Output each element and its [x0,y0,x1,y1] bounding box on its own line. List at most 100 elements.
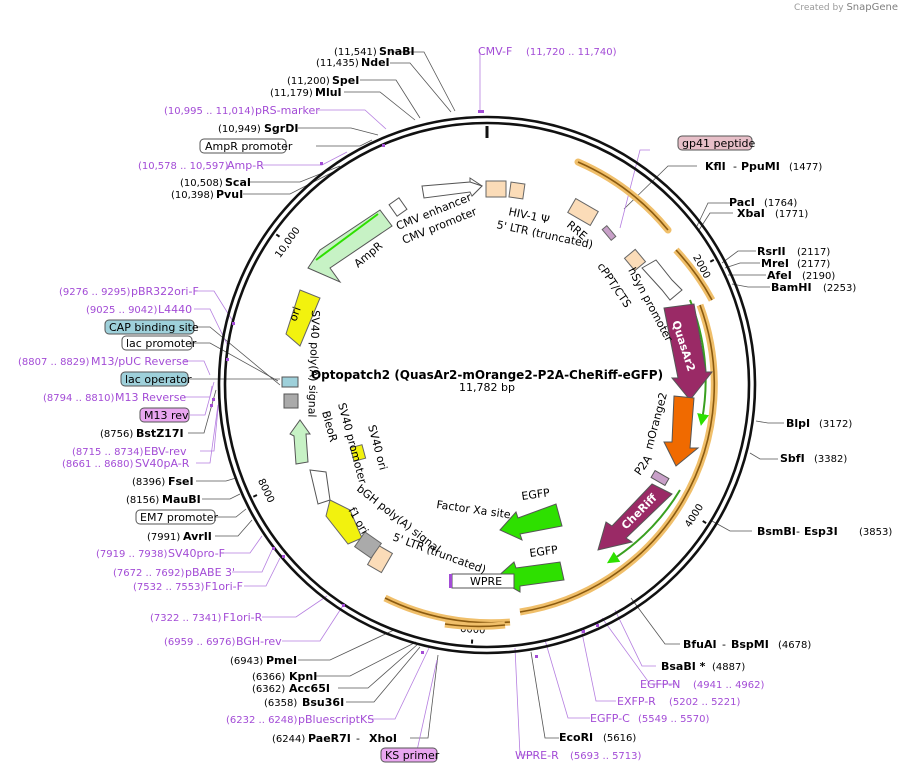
primer-coord-pbabe3: (7672 .. 7692) [113,568,185,579]
enzyme-ppumi[interactable]: PpuMI [741,160,780,173]
enzyme-coord-mlui: (11,179) [270,88,313,99]
enzyme-dash-bsmbi: - [796,525,800,538]
primer-f1ori-f[interactable]: F1ori-F [205,580,243,593]
enzyme-xbai[interactable]: XbaI [737,207,765,220]
enzyme-avrii[interactable]: AvrII [183,530,212,543]
enzyme-coord-kfli: (1477) [789,162,822,173]
primer-coord-f1ori-r: (7322 .. 7341) [150,613,222,624]
primer-exfp-r[interactable]: EXFP-R [617,695,656,708]
tick-label: 4000 [683,502,706,529]
box-cap-binding-site[interactable]: CAP binding site [109,321,199,334]
enzyme-maubi[interactable]: MauBI [162,493,201,506]
feature-label-egfp-1: EGFP [521,486,551,503]
enzyme-esp3i[interactable]: Esp3I [804,525,838,538]
enzyme-bsabi[interactable]: BsaBI * [661,660,706,673]
primer-bgh-rev[interactable]: BGH-rev [236,635,282,648]
primer-coord-f1ori-f: (7532 .. 7553) [133,582,205,593]
feature-label-sv40-promoter: SV40 promoter [335,401,369,485]
created-by-text: Created by [794,3,844,13]
box-lac-promoter[interactable]: lac promoter [126,337,197,350]
enzyme-coord-pmei: (6943) [230,656,263,667]
primer-coord-m13-reverse: (8794 .. 8810) [43,393,115,404]
primer-coord-egfp-c: (5549 .. 5570) [638,714,710,725]
primer-egfp-n[interactable]: EGFP-N [640,678,680,691]
primer-l4440[interactable]: L4440 [158,303,192,316]
primer-coord-amp-r: (10,578 .. 10,597) [138,161,229,172]
primer-pbr322ori-f[interactable]: pBR322ori-F [131,285,199,298]
enzyme-xhoi[interactable]: XhoI [369,732,397,745]
tick-mark [703,521,706,523]
primer-ebv-rev[interactable]: EBV-rev [144,445,187,458]
snapgene-brand: Created by SnapGene [794,2,898,13]
enzyme-sgrdi[interactable]: SgrDI [264,122,298,135]
primer-coord-sv40pro-f: (7919 .. 7938) [96,549,168,560]
enzyme-coord-bstz17i: (8756) [100,429,133,440]
enzyme-sbfi[interactable]: SbfI [780,452,805,465]
primer-sv40pa-r[interactable]: SV40pA-R [135,457,190,470]
enzyme-bamhi[interactable]: BamHI [771,281,812,294]
enzyme-coord-bamhi: (2253) [823,283,856,294]
wpre-marker [449,574,452,588]
enzyme-coord-bsu36i: (6358) [264,698,297,709]
enzyme-kpni[interactable]: KpnI [289,670,317,683]
enzyme-ndei[interactable]: NdeI [361,56,390,69]
sv40-promoter-shape [310,470,330,504]
enzyme-pmei[interactable]: PmeI [266,654,297,667]
map-length: 11,782 bp [459,381,515,394]
enzyme-acc65i[interactable]: Acc65I [289,682,330,695]
enzyme-bstz17i[interactable]: BstZ17I [136,427,184,440]
primer-coord-m13puc-reverse: (8807 .. 8829) [18,357,90,368]
primer-coord-egfp-n: (4941 .. 4962) [693,680,765,691]
tick-label: 10,000 [273,225,302,260]
sv40-polya-block [284,394,298,408]
bleor-arrow [290,420,310,464]
box-ampr-promoter[interactable]: AmpR promoter [205,140,293,153]
enzyme-coord-rsrii: (2117) [797,247,830,258]
enzyme-fsei[interactable]: FseI [168,475,194,488]
primer-m13-reverse[interactable]: M13 Reverse [115,391,186,404]
morange2-arrow [664,396,698,466]
enzyme-dash-paer7i: - [356,732,360,745]
map-title: Optopatch2 (QuasAr2-mOrange2-P2A-CheRiff… [311,368,663,382]
primer-f1ori-r[interactable]: F1ori-R [223,611,263,624]
primer-wpre-r[interactable]: WPRE-R [515,749,559,762]
enzyme-pvui[interactable]: PvuI [216,188,243,201]
enzyme-mlui[interactable]: MluI [315,86,342,99]
box-ks-primer[interactable]: KS primer [385,749,440,762]
enzyme-bspmi[interactable]: BspMI [731,638,769,651]
primer-pbabe3[interactable]: pBABE 3' [185,566,235,579]
box-em7-promoter[interactable]: EM7 promoter [140,511,218,524]
box-m13-rev[interactable]: M13 rev [144,409,189,422]
enzyme-coord-bsabi: (4887) [712,662,745,673]
enzyme-bfuai[interactable]: BfuAI [683,638,717,651]
ampr-feature [308,198,407,282]
primer-amp-r[interactable]: Amp-R [227,159,264,172]
primer-cmv-f[interactable]: CMV-F [478,45,512,58]
tick-mark [276,234,279,236]
enzyme-blpi[interactable]: BlpI [786,417,810,430]
primer-egfp-c[interactable]: EGFP-C [590,712,630,725]
primer-coord-sv40pa-r: (8661 .. 8680) [62,459,134,470]
primer-prs-marker[interactable]: pRS-marker [255,104,320,117]
enzyme-coord-fsei: (8396) [132,477,165,488]
primer-sv40pro-f[interactable]: SV40pro-F [168,547,225,560]
enzyme-paer7i[interactable]: PaeR7I [308,732,351,745]
enzyme-ecori[interactable]: EcoRI [559,731,593,744]
primer-coord-exfp-r: (5202 .. 5221) [669,697,741,708]
box-gp41-peptide[interactable]: gp41 peptide [682,137,756,150]
enzyme-kfli[interactable]: KflI [705,160,726,173]
primer-coord-cmv-f: (11,720 .. 11,740) [526,47,617,58]
enzyme-coord-paer7i: (6244) [272,734,305,745]
box-lac-operator[interactable]: lac operator [125,373,192,386]
primer-pbluescriptks[interactable]: pBluescriptKS [298,713,374,726]
feature-label-bleor: BleoR [319,409,340,443]
feature-label-wpre: WPRE [470,575,502,588]
feature-label-factor-xa: Factor Xa site [436,498,512,521]
primer-m13puc-reverse[interactable]: M13/pUC Reverse [91,355,189,368]
enzyme-bsmbi[interactable]: BsmBI [757,525,796,538]
feature-label-cppt: cPPT/CTS [595,260,634,310]
primer-coord-prs-marker: (10,995 .. 11,014) [164,106,255,117]
enzyme-bsu36i[interactable]: Bsu36I [302,696,344,709]
enzyme-coord-sgrdi: (10,949) [218,124,261,135]
